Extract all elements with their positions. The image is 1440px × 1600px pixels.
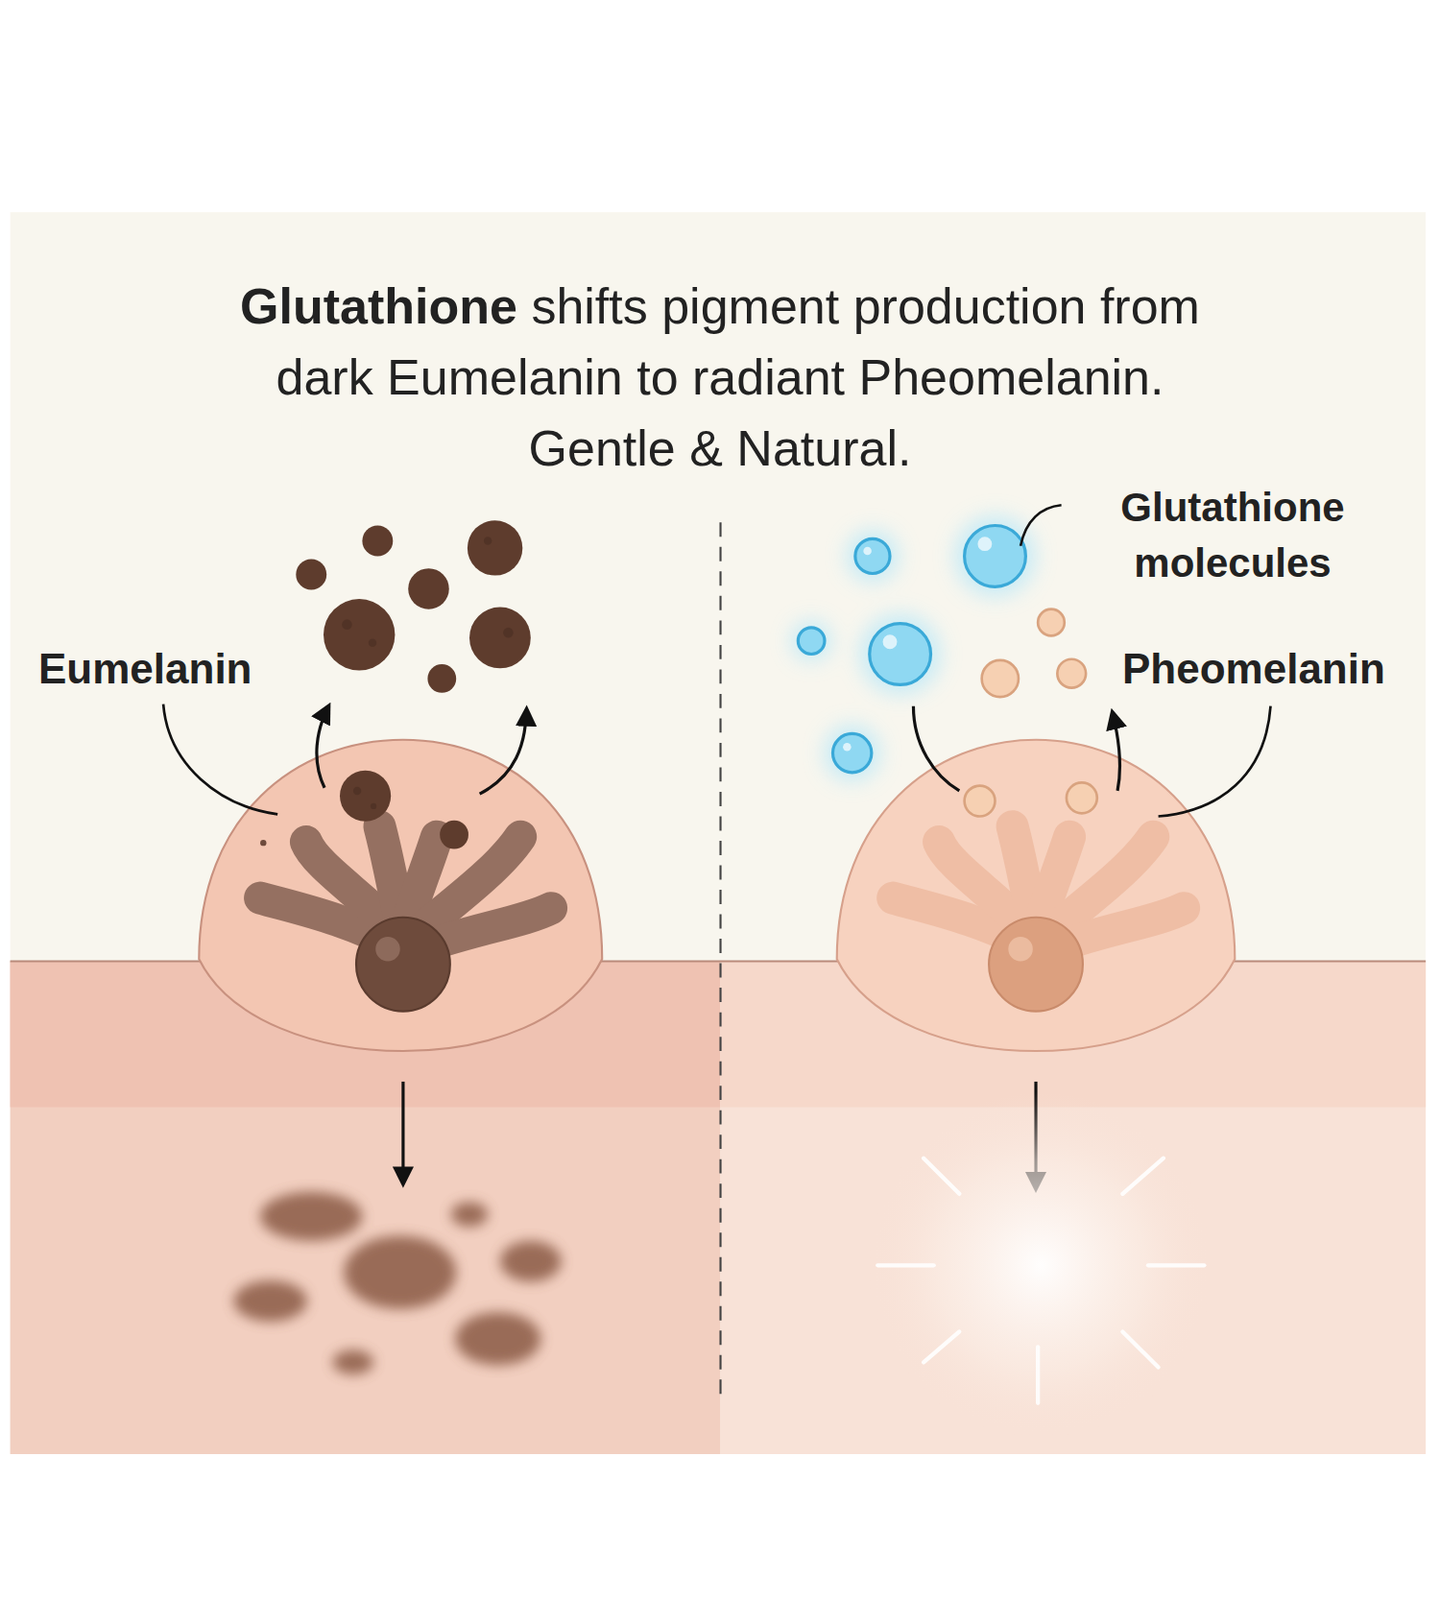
pigment-label: Pheomelanin [1122,645,1386,694]
pheomelanin-granules [964,609,1098,817]
glutathione-molecules [797,526,1026,773]
glutathione-glow [791,515,1036,782]
molecule-label: Glutathione molecules [1088,480,1377,592]
down-arrow [401,1081,405,1184]
title: Glutathione shifts pigment production fr… [216,270,1224,484]
dark-spots [233,1192,561,1375]
molecule-highlights [842,536,992,751]
leader-line [163,704,278,816]
release-arrow [480,709,528,794]
release-arrow [1112,712,1121,792]
glow-rays [877,1158,1204,1404]
melanocyte-dark [198,740,602,1052]
uptake-line [912,706,960,792]
radiant-glow [867,1092,1215,1440]
leader-line [1020,504,1062,547]
title-emphasis: Glutathione [240,278,518,335]
panel [10,212,1426,1455]
granule-texture [341,536,514,810]
release-arrow [316,706,329,789]
divider [719,522,721,1398]
eumelanin-granules [295,520,531,849]
leader-line [1158,706,1272,817]
melanocyte-light [837,740,1236,1052]
pigment-label: Eumelanin [38,645,253,694]
